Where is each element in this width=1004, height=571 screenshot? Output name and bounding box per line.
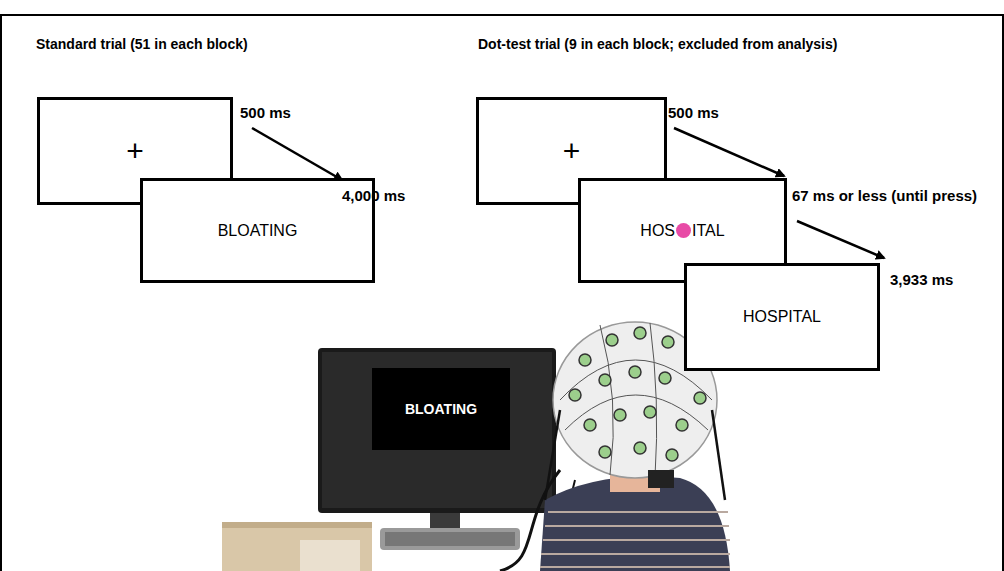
stimulus-word: HOS: [640, 222, 675, 240]
duration-label: 67 ms or less (until press): [792, 187, 977, 204]
duration-label: 4,000 ms: [342, 187, 405, 204]
stimulus-box: BLOATING: [140, 178, 375, 283]
stimulus-word: +: [563, 134, 581, 168]
duration-label: 3,933 ms: [890, 271, 953, 288]
stimulus-word: BLOATING: [218, 222, 298, 240]
screen-box: BLOATING: [372, 368, 510, 450]
stimulus-word: BLOATING: [405, 401, 477, 417]
time-arrow: [252, 128, 342, 180]
figure-frame: [1, 15, 1003, 571]
duration-label: 500 ms: [668, 104, 719, 121]
panel-heading: Dot-test trial (9 in each block; exclude…: [478, 36, 837, 52]
stimulus-word: ITAL: [692, 222, 725, 240]
duration-label: 500 ms: [240, 104, 291, 121]
time-arrow: [674, 128, 784, 176]
stimulus-word: HOSPITAL: [743, 308, 821, 326]
stimulus-box: HOSPITAL: [684, 263, 880, 371]
eeg-photo: [222, 322, 730, 571]
time-arrow: [797, 221, 884, 258]
panel-heading: Standard trial (51 in each block): [36, 36, 248, 52]
stimulus-word: +: [126, 134, 144, 168]
probe-dot: [676, 223, 691, 238]
